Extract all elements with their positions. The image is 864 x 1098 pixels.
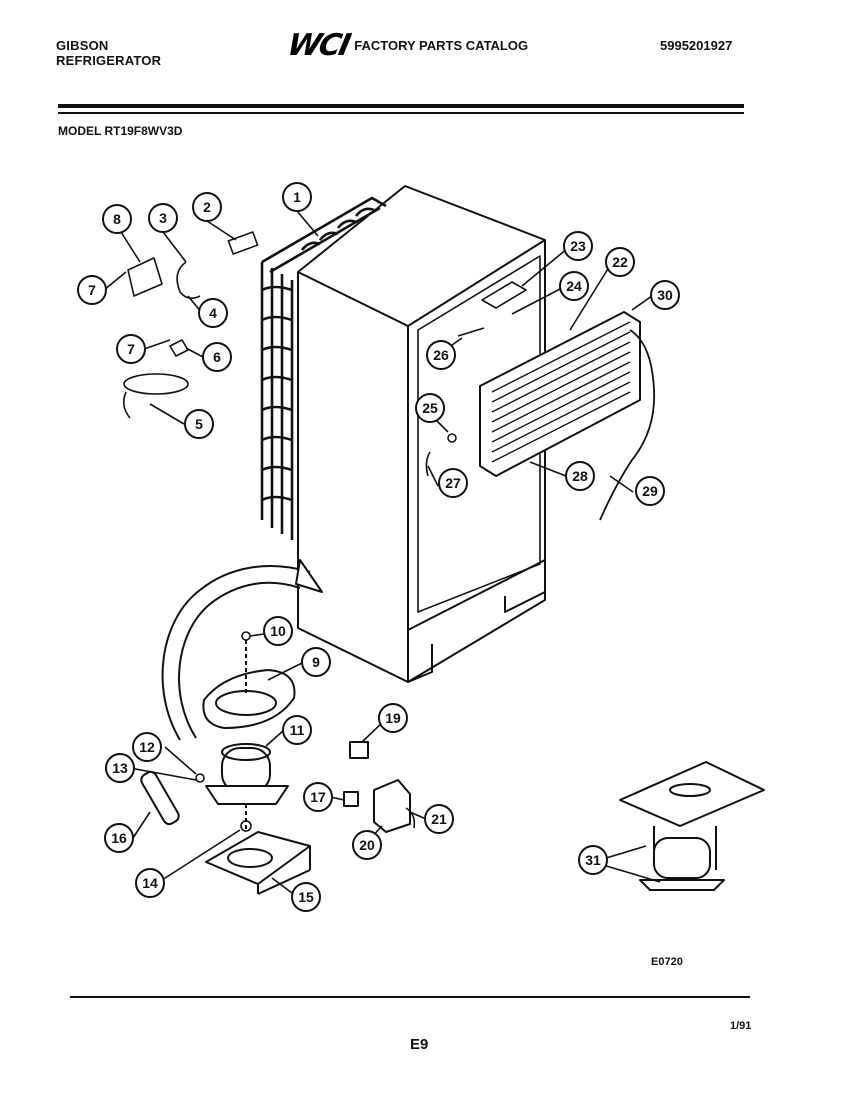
callout-6: 6 xyxy=(213,349,221,365)
callout-28: 28 xyxy=(572,468,588,484)
compressor xyxy=(205,743,289,830)
drain-pan xyxy=(202,640,296,729)
callout-7a: 7 xyxy=(88,282,96,298)
callout-31: 31 xyxy=(585,852,601,868)
evaporator xyxy=(479,311,656,521)
callout-21: 21 xyxy=(431,811,447,827)
callout-7b: 7 xyxy=(127,341,135,357)
callout-13: 13 xyxy=(112,760,128,776)
brand-line-1: GIBSON xyxy=(56,38,109,53)
leader-lines xyxy=(103,210,661,897)
callout-23: 23 xyxy=(570,238,586,254)
callout-5: 5 xyxy=(195,416,203,432)
callout-12: 12 xyxy=(139,739,155,755)
small-hardware xyxy=(122,231,527,832)
callout-30: 30 xyxy=(657,287,673,303)
catalog-title-block: WCI FACTORY PARTS CATALOG xyxy=(284,28,529,63)
callout-10: 10 xyxy=(270,623,286,639)
callout-circles xyxy=(77,182,680,912)
callout-19: 19 xyxy=(385,710,401,726)
callout-3: 3 xyxy=(159,210,167,226)
cabinet-body xyxy=(297,185,546,683)
callout-29: 29 xyxy=(642,483,658,499)
catalog-title: FACTORY PARTS CATALOG xyxy=(354,38,529,53)
callout-26: 26 xyxy=(433,347,449,363)
callout-24: 24 xyxy=(566,278,582,294)
callout-11: 11 xyxy=(290,722,305,738)
callout-9: 9 xyxy=(312,654,320,670)
callout-4: 4 xyxy=(209,305,217,321)
drain-hose xyxy=(161,559,323,741)
brand-block: GIBSON REFRIGERATOR xyxy=(56,38,161,68)
catalog-number: 5995201927 xyxy=(660,38,733,53)
model-label: MODEL RT19F8WV3D xyxy=(58,124,183,138)
callout-16: 16 xyxy=(111,830,127,846)
callout-2: 2 xyxy=(203,199,211,215)
callout-25: 25 xyxy=(422,400,438,416)
header-rule-thin xyxy=(58,112,744,114)
callout-labels: 1 2 3 4 5 6 7 7 8 9 10 11 12 13 14 15 16… xyxy=(88,189,673,905)
compressor-mount xyxy=(205,831,311,895)
filter-drier xyxy=(140,770,180,826)
callout-22: 22 xyxy=(612,254,628,270)
brand-line-2: REFRIGERATOR xyxy=(56,53,162,68)
callout-27: 27 xyxy=(445,475,461,491)
page-number: E9 xyxy=(410,1036,429,1053)
callout-14: 14 xyxy=(142,875,158,891)
callout-17: 17 xyxy=(310,789,326,805)
revision-date: 1/91 xyxy=(730,1020,752,1032)
callout-8: 8 xyxy=(113,211,121,227)
callout-1: 1 xyxy=(293,189,301,205)
condenser-coil xyxy=(260,196,387,540)
footer-rule xyxy=(70,996,750,998)
alternate-compressor-assembly xyxy=(619,761,765,891)
header-rule-thick xyxy=(58,104,744,108)
callout-20: 20 xyxy=(359,837,375,853)
callout-15: 15 xyxy=(298,889,314,905)
diagram-code: E0720 xyxy=(651,956,683,968)
relay-overload xyxy=(343,741,416,833)
